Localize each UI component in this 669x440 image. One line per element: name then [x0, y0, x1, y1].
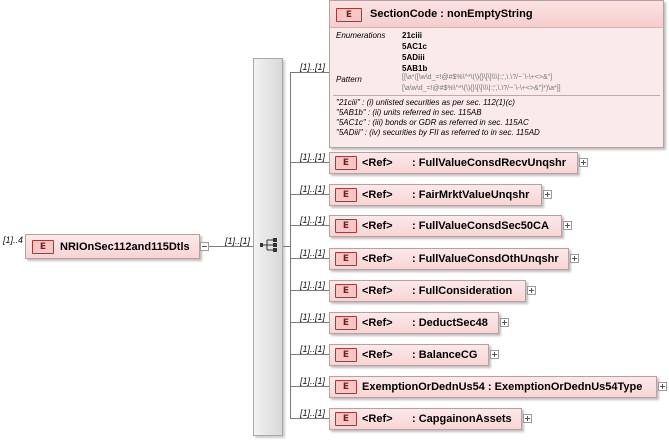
element-badge-icon: E: [335, 188, 357, 202]
ref-tag: <Ref>: [362, 253, 393, 265]
child-connector: [290, 194, 329, 195]
child-element-box[interactable]: E <Ref> : DeductSec48: [329, 312, 499, 334]
expand-icon[interactable]: [500, 318, 509, 327]
element-badge-icon: E: [335, 284, 357, 298]
section-code-box[interactable]: E SectionCode : nonEmptyString Enumerati…: [329, 0, 664, 148]
child-element-box[interactable]: E <Ref> : BalanceCG: [329, 344, 489, 366]
child-multiplicity: [1]..[1]: [300, 215, 326, 225]
child-element-box[interactable]: E <Ref> : FullConsideration: [329, 280, 526, 302]
element-badge-icon: E: [335, 156, 357, 170]
sequence-icon: [260, 238, 277, 252]
element-badge-icon: E: [335, 316, 357, 330]
child-connector: [290, 418, 329, 419]
child-element-box[interactable]: E <Ref> : FairMrktValueUnqshr: [329, 184, 542, 206]
root-connector: [209, 246, 253, 247]
child-multiplicity: [1]..[1]: [300, 408, 326, 418]
ref-tag: <Ref>: [362, 157, 393, 169]
child-element-box[interactable]: E <Ref> : FullValueConsdRecvUnqshr: [329, 152, 578, 174]
sequence-compositor[interactable]: [253, 58, 283, 436]
ref-tag: <Ref>: [362, 189, 393, 201]
section-divider: [333, 95, 660, 96]
child-connector: [290, 162, 329, 163]
section-code-title: SectionCode : nonEmptyString: [370, 8, 533, 20]
root-multiplicity: [1]..4: [3, 235, 24, 245]
expand-icon[interactable]: [527, 286, 536, 295]
root-element-box[interactable]: E NRIOnSec112and115Dtls: [25, 234, 200, 259]
expand-icon[interactable]: [523, 414, 532, 423]
enum-description: "5AC1c" : (iii) bonds or GDR as referred…: [336, 118, 529, 127]
child-element-name: : BalanceCG: [412, 349, 478, 361]
element-badge-icon: E: [32, 240, 54, 254]
child-element-box[interactable]: E <Ref> : FullValueConsdSec50CA: [329, 215, 562, 237]
ref-tag: <Ref>: [362, 285, 393, 297]
enum-description: "5ADiii" : (iv) securities by FII as ref…: [336, 128, 540, 137]
expand-icon[interactable]: [543, 190, 552, 199]
enumeration-value: 5AC1c: [402, 42, 427, 51]
enumeration-value: 5ADiii: [402, 53, 425, 62]
sequence-connector: [283, 246, 290, 247]
ref-tag: <Ref>: [362, 220, 393, 232]
child-element-name: : FullConsideration: [412, 285, 513, 297]
pattern-line: [\a\w\d_=!@#$%\^*\(\){}\[\]\\\|:;',\.\?/…: [402, 85, 561, 92]
expand-icon[interactable]: [579, 158, 588, 167]
section-code-multiplicity: [1]..[1]: [300, 62, 326, 72]
child-connector: [290, 290, 329, 291]
child-connector: [290, 386, 329, 387]
child-element-name: : FullValueConsdOthUnqshr: [412, 253, 559, 265]
section-code-connector: [290, 72, 329, 73]
children-trunk: [290, 72, 291, 418]
child-element-name: : FairMrktValueUnqshr: [412, 189, 530, 201]
child-multiplicity: [1]..[1]: [300, 280, 326, 290]
child-multiplicity: [1]..[1]: [300, 184, 326, 194]
enum-description: "5AB1b" : (ii) units referred in sec. 11…: [336, 108, 482, 117]
pattern-label: Pattern: [336, 75, 362, 84]
element-badge-icon: E: [335, 252, 357, 266]
root-element-name: NRIOnSec112and115Dtls: [60, 241, 190, 253]
expand-icon[interactable]: [658, 382, 667, 391]
child-connector: [290, 258, 329, 259]
child-element-box[interactable]: E <Ref> : FullValueConsdOthUnqshr: [329, 248, 569, 270]
child-element-name: : FullValueConsdRecvUnqshr: [412, 157, 567, 169]
child-element-box[interactable]: E ExemptionOrDednUs54 : ExemptionOrDednUs…: [329, 376, 657, 398]
child-element-box[interactable]: E <Ref> : CapgainonAssets: [329, 408, 522, 430]
enum-description: "21ciii" : (i) unlisted securities as pe…: [336, 98, 515, 107]
element-badge-icon: E: [335, 412, 357, 426]
child-multiplicity: [1]..[1]: [300, 152, 326, 162]
ref-tag: <Ref>: [362, 317, 393, 329]
child-multiplicity: [1]..[1]: [300, 248, 326, 258]
child-element-name: : DeductSec48: [412, 317, 488, 329]
enumerations-label: Enumerations: [336, 31, 386, 40]
expand-icon[interactable]: [570, 254, 579, 263]
collapse-icon[interactable]: [200, 242, 209, 251]
pattern-line: [[\a*([\w\d_=!@#$%\^*\(\){}\[\]\\\|:;',\…: [402, 74, 553, 81]
expand-icon[interactable]: [490, 350, 499, 359]
child-multiplicity: [1]..[1]: [300, 312, 326, 322]
child-element-name: ExemptionOrDednUs54 : ExemptionOrDednUs5…: [362, 381, 643, 393]
child-element-name: : FullValueConsdSec50CA: [412, 220, 549, 232]
child-connector: [290, 354, 329, 355]
child-element-name: : CapgainonAssets: [412, 413, 512, 425]
sequence-multiplicity: [1]..[1]: [225, 236, 251, 246]
enumeration-value: 5AB1b: [402, 64, 428, 73]
ref-tag: <Ref>: [362, 349, 393, 361]
enumeration-value: 21ciii: [402, 31, 423, 40]
expand-icon[interactable]: [563, 221, 572, 230]
element-badge-icon: E: [335, 219, 357, 233]
child-connector: [290, 225, 329, 226]
element-badge-icon: E: [335, 380, 357, 394]
element-badge-icon: E: [335, 348, 357, 362]
child-multiplicity: [1]..[1]: [300, 344, 326, 354]
child-connector: [290, 322, 329, 323]
element-badge-icon: E: [336, 8, 362, 22]
ref-tag: <Ref>: [362, 413, 393, 425]
section-code-header: [330, 1, 663, 28]
child-multiplicity: [1]..[1]: [300, 376, 326, 386]
